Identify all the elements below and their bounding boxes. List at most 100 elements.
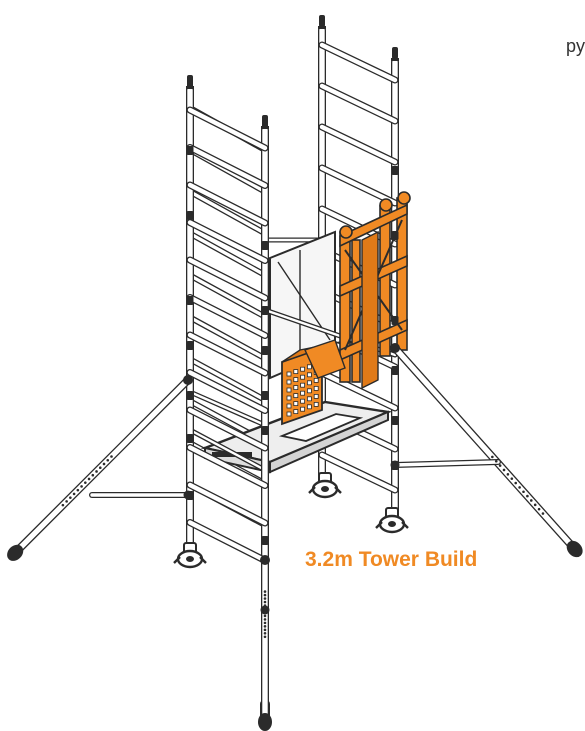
left-outrigger-main-tube (14, 376, 192, 554)
rear-right-caster (375, 507, 409, 534)
frame-clamp (186, 434, 194, 443)
diagram-caption: 3.2m Tower Build (305, 548, 478, 571)
frame-clamp (391, 366, 399, 375)
mesh-hole (293, 369, 299, 375)
orange-guard-top-rail (339, 203, 408, 248)
right-outrigger-hole (533, 503, 537, 507)
rear-right-frame-rung-core (319, 165, 398, 206)
right-outrigger (390, 343, 583, 558)
front-outrigger-hole (263, 632, 267, 635)
left-outrigger-hole (76, 488, 80, 492)
mesh-hole (300, 382, 306, 388)
front-rung-core (187, 445, 268, 488)
rear-right-frame-right-spigot (391, 47, 399, 61)
left-outrigger-hole (98, 466, 102, 470)
left-outrigger-hole (65, 500, 68, 503)
front-outrigger-hole (263, 628, 267, 632)
cropped-corner-text: py (566, 36, 585, 56)
mesh-hole (306, 380, 312, 386)
frame-clamp (186, 146, 194, 155)
front-rung (186, 444, 269, 489)
front-outrigger-hole (263, 635, 267, 639)
orange-hook-clamp (397, 191, 411, 205)
right-outrigger-top-coupler (390, 343, 400, 353)
lower-horizontal-brace-core (188, 428, 267, 472)
front-outrigger-brace-coupler (260, 605, 270, 615)
frame-clamp (261, 426, 269, 435)
left-outrigger-hole (95, 470, 98, 473)
mid-horizontal-brace-core (188, 390, 267, 427)
front-rung-core (187, 482, 268, 526)
front-left-spigot (186, 75, 194, 89)
front-rung-core (187, 145, 268, 188)
front-outrigger-hole (263, 597, 267, 600)
front-outrigger-hole (263, 600, 267, 604)
orange-gate-hinge-plate (304, 339, 346, 379)
right-outrigger-main-tube (391, 344, 576, 550)
mesh-hole (313, 377, 319, 383)
right-outrigger-hole (491, 455, 494, 459)
front-rung (186, 144, 269, 189)
front-outrigger-hole (263, 614, 267, 618)
front-left-caster-brake (173, 556, 207, 564)
mesh-hole (286, 403, 292, 409)
rear-left-frame-rung (187, 314, 268, 362)
front-rung-core (187, 407, 268, 451)
rear-left-caster (308, 472, 342, 499)
right-outrigger-hole (529, 499, 533, 502)
mesh-hole (286, 379, 292, 385)
mesh-hole (313, 385, 319, 391)
front-rung (186, 369, 269, 414)
mesh-hole (313, 393, 319, 399)
right-outrigger-hole (537, 507, 541, 511)
frame-clamp (261, 346, 269, 355)
right-outrigger-brace-tube (392, 459, 501, 468)
front-rung (186, 181, 269, 227)
front-left-caster (173, 542, 207, 569)
right-outrigger-hole (518, 486, 521, 489)
frame-clamp (391, 316, 399, 325)
rear-left-frame-rung-core (188, 190, 267, 236)
left-outrigger (7, 375, 193, 561)
front-rung (186, 519, 269, 564)
rear-right-frame-rung-core (319, 452, 398, 493)
right-outrigger-main-tube-core (392, 345, 575, 549)
frame-clamp (186, 341, 194, 350)
front-rung (186, 481, 269, 527)
front-right-spigot (261, 115, 269, 129)
mesh-hole (300, 398, 306, 404)
left-outrigger-hole (61, 503, 65, 507)
left-outrigger-foot (7, 544, 24, 561)
rear-left-frame-rung-core (188, 357, 267, 402)
right-outrigger-hole (494, 459, 498, 463)
front-rung-core (187, 332, 268, 376)
rear-right-frame-rung (318, 41, 399, 84)
orange-hook-clamp (339, 225, 353, 239)
mesh-hole (306, 396, 312, 402)
front-rung (186, 256, 269, 302)
front-right-spigot-cap (262, 115, 268, 127)
rear-right-frame-rung-core (319, 370, 398, 411)
right-outrigger-foot (566, 540, 583, 558)
rear-right-frame-left-spigot-collar (318, 26, 326, 29)
orange-guard-inner-post (351, 239, 361, 383)
rear-right-frame-rung-core (319, 83, 398, 124)
right-outrigger-brace-coupler (390, 460, 400, 470)
right-outrigger-hole (510, 477, 514, 480)
rear-left-frame-rung (187, 356, 268, 403)
rear-right-frame-rung (318, 369, 399, 412)
rear-right-caster-brake (375, 521, 409, 529)
mesh-hole (293, 409, 299, 415)
left-outrigger-hole (84, 481, 87, 484)
front-outrigger-hole (263, 618, 267, 621)
front-outrigger-foot (258, 713, 272, 731)
mesh-hole (306, 372, 312, 378)
front-rung (186, 331, 269, 377)
left-outrigger-brace-coupler (183, 490, 193, 500)
mesh-hole (313, 401, 319, 407)
rear-left-frame-rung (187, 230, 268, 278)
front-rung-core (187, 295, 268, 338)
front-rung-core (187, 520, 268, 563)
